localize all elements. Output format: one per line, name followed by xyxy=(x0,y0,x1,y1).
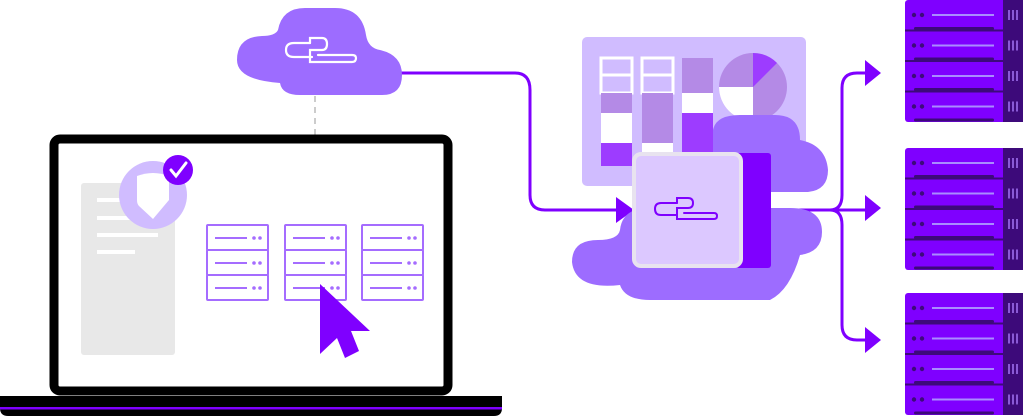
bar-segment xyxy=(642,113,673,143)
server-rack-icon xyxy=(905,293,1023,415)
bar-segment xyxy=(601,93,632,113)
bar-segment xyxy=(682,75,713,93)
bar-segment xyxy=(640,73,675,95)
server-rack-icon xyxy=(905,0,1023,122)
bar-segment xyxy=(682,58,713,75)
arrowheads xyxy=(616,60,881,353)
arrow-right-icon xyxy=(865,60,881,86)
arrow-right-icon xyxy=(865,195,881,221)
bar-segment xyxy=(599,73,634,95)
shield-check-icon xyxy=(119,155,193,229)
server-rack-icon xyxy=(905,148,1023,270)
server-outline-icon xyxy=(206,224,269,301)
document-lines xyxy=(97,198,158,254)
connector-cloud-to-gateway xyxy=(400,71,618,212)
laptop-accent-strip xyxy=(0,407,502,410)
server-outline-icon xyxy=(361,224,424,301)
bar-segment xyxy=(601,143,632,166)
laptop-base xyxy=(0,396,502,416)
gateway-box-icon xyxy=(632,152,771,268)
arrow-right-icon xyxy=(616,197,634,223)
cloud-link-icon xyxy=(237,8,402,95)
bar-segment xyxy=(682,113,713,143)
bar-segment xyxy=(682,93,713,113)
server-racks xyxy=(905,0,1023,415)
arrow-right-icon xyxy=(865,327,881,353)
connector-gateway-to-servers xyxy=(770,71,868,342)
bar-segment xyxy=(642,93,673,113)
connectors xyxy=(400,71,868,342)
mouse-pointer-icon xyxy=(320,284,370,358)
laptop xyxy=(0,134,502,416)
bar-segment xyxy=(601,113,632,143)
small-servers xyxy=(206,224,424,301)
bar-segment xyxy=(599,56,634,77)
server-outline-icon xyxy=(284,224,347,301)
bar-segment xyxy=(640,56,675,77)
